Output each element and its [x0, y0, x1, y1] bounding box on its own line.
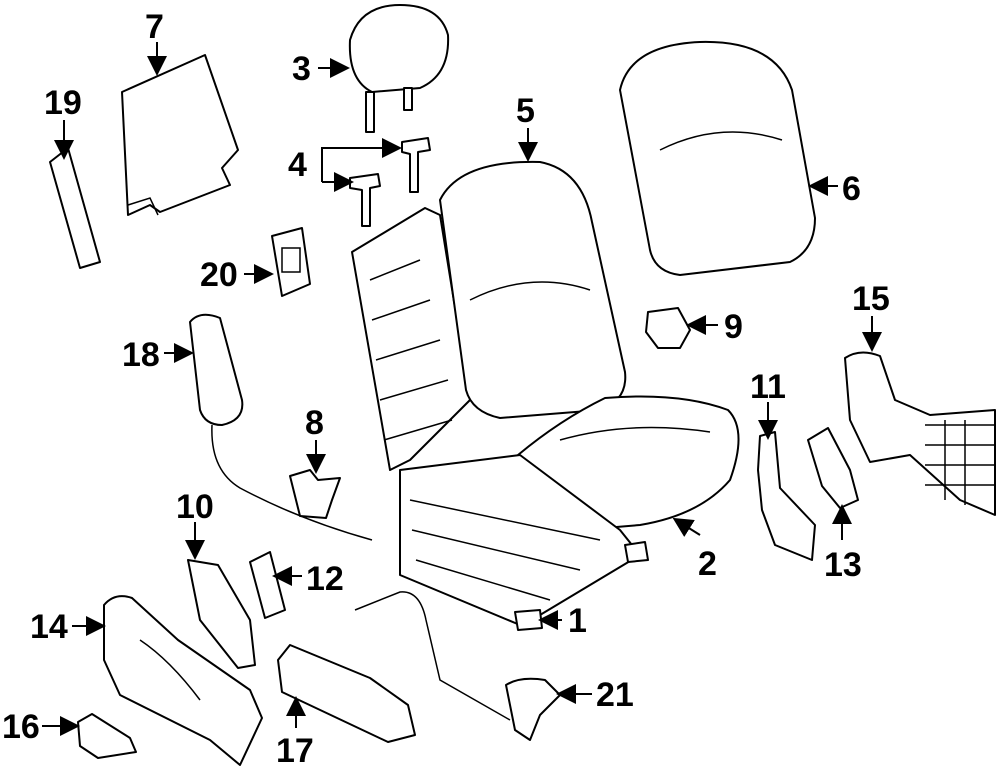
callout-1: 1: [568, 602, 587, 640]
seat-back-cushion-part: [439, 160, 627, 419]
seat-back-cover-part: [619, 40, 816, 276]
callout-13: 13: [824, 546, 862, 584]
headrest-guide-part: [349, 137, 431, 227]
side-trim-part: [49, 147, 101, 269]
side-airbag-part: [189, 313, 373, 541]
lever-part: [77, 713, 137, 759]
headrest-part: [348, 4, 450, 133]
callout-16: 16: [2, 708, 40, 746]
callout-17: 17: [276, 732, 314, 770]
outer-trim-part: [757, 431, 816, 561]
power-switch-part: [354, 591, 561, 741]
callout-21: 21: [596, 676, 634, 714]
leader-4: [321, 147, 398, 165]
clip-part: [645, 307, 691, 349]
callout-labels: 1 2 3 4 5 6 7 8 9 10 11 12 13 14 15 16 1…: [2, 8, 890, 770]
leader-lines: [42, 42, 882, 736]
callout-18: 18: [122, 336, 160, 374]
inner-shield-part: [277, 644, 416, 743]
callout-15: 15: [852, 280, 890, 318]
callout-20: 20: [200, 256, 238, 294]
callout-14: 14: [30, 608, 68, 646]
callout-2: 2: [698, 545, 717, 583]
small-cover-part: [249, 551, 286, 619]
seat-track-part: [399, 454, 649, 631]
callout-10: 10: [176, 488, 214, 526]
callout-4: 4: [288, 146, 307, 184]
callout-5: 5: [516, 92, 535, 130]
callout-19: 19: [44, 84, 82, 122]
callout-7: 7: [145, 8, 164, 46]
back-panel-part: [121, 54, 239, 216]
callout-6: 6: [842, 170, 861, 208]
side-shield-part: [103, 595, 263, 766]
callout-12: 12: [306, 560, 344, 598]
side-cover-part: [807, 427, 859, 509]
leader-2: [672, 517, 701, 537]
callout-8: 8: [305, 404, 324, 442]
recliner-cover-part: [187, 559, 256, 669]
callout-3: 3: [292, 50, 311, 88]
callout-9: 9: [724, 308, 743, 346]
hinge-bracket-part: [289, 469, 341, 519]
callout-11: 11: [750, 368, 786, 406]
cushion-side-shield-part: [844, 351, 996, 516]
bracket-part: [271, 227, 311, 297]
